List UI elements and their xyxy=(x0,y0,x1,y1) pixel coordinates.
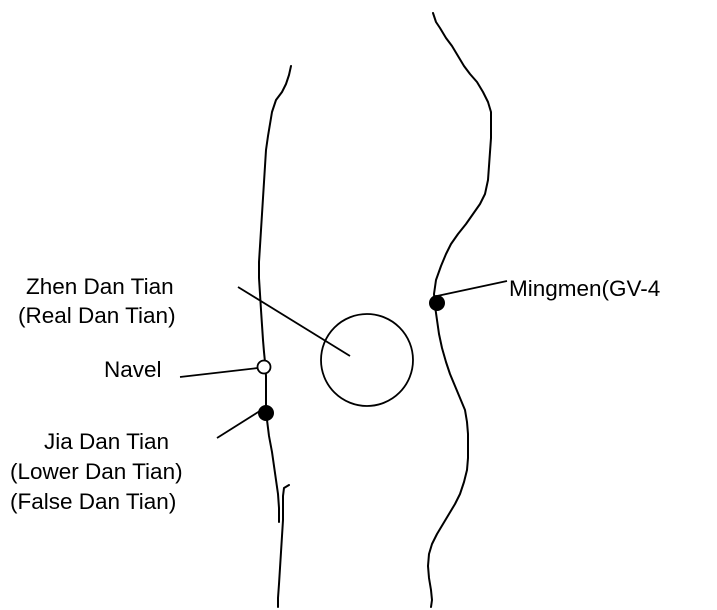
real-dan-tian-label: (Real Dan Tian) xyxy=(18,303,176,328)
navel-leader xyxy=(179,367,259,378)
jia-dan-tian-label: Jia Dan Tian xyxy=(44,429,169,454)
mingmen-leader xyxy=(436,280,508,297)
front-body-contour-lower xyxy=(277,484,290,608)
mingmen-point xyxy=(429,295,445,311)
mingmen-label: Mingmen(GV-4 xyxy=(509,276,660,301)
false-dan-tian-label: (False Dan Tian) xyxy=(10,489,176,514)
navel-marker xyxy=(256,359,272,375)
lower-dan-tian-label: (Lower Dan Tian) xyxy=(10,459,183,484)
zhen-dan-tian-label: Zhen Dan Tian xyxy=(26,274,174,299)
front-body-contour-upper xyxy=(258,65,292,523)
navel-label: Navel xyxy=(104,357,162,382)
zhen-dan-tian-circle xyxy=(320,313,414,407)
jia-dan-tian-leader xyxy=(216,408,264,439)
jia-dan-tian-point xyxy=(258,405,274,421)
zhen-dan-tian-leader xyxy=(237,286,351,357)
